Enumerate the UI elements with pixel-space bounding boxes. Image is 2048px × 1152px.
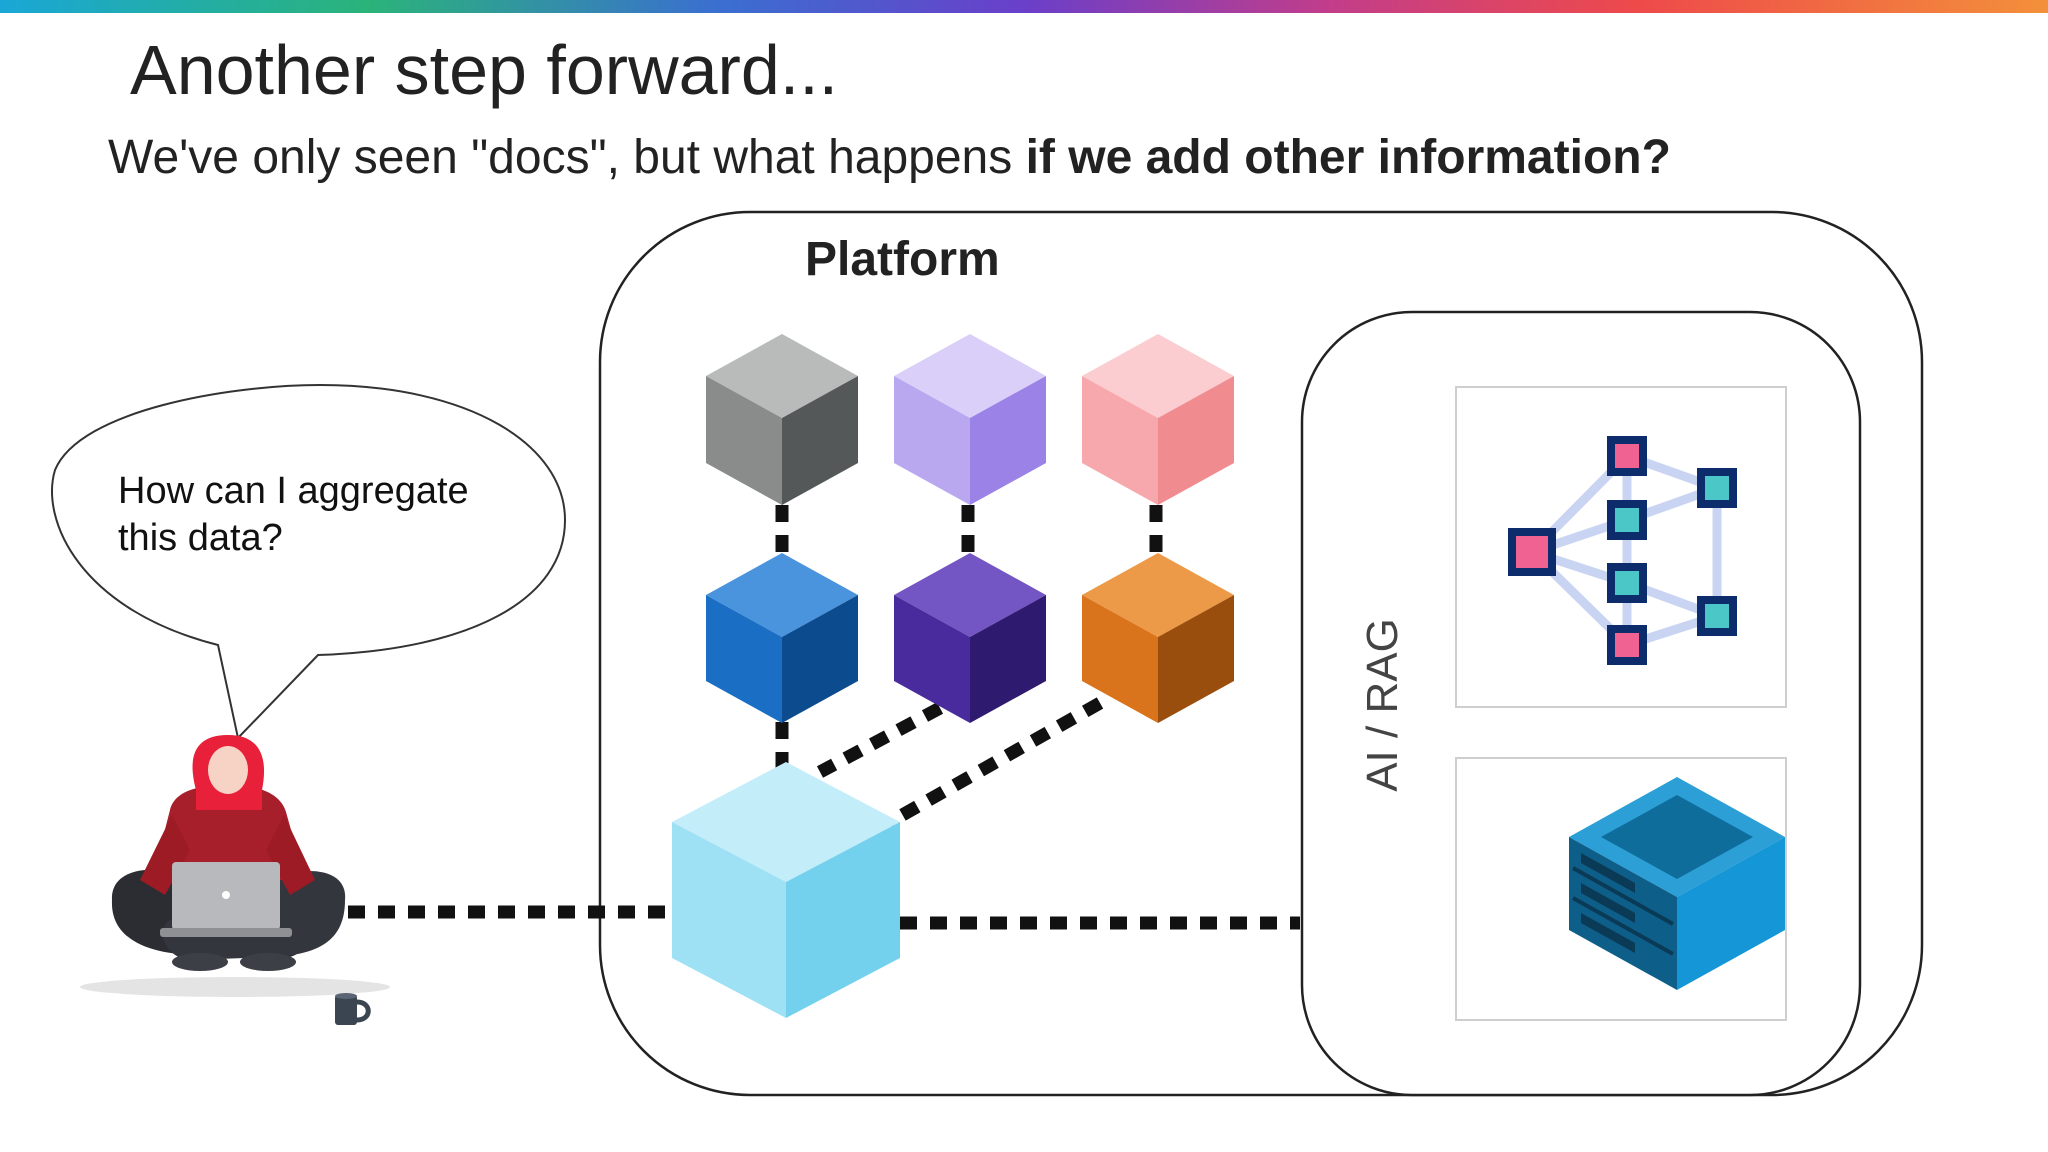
coffee-mug-icon — [335, 993, 371, 1025]
slide-subtitle: We've only seen "docs", but what happens… — [108, 130, 1671, 185]
top-gradient-bar — [0, 0, 2048, 13]
ai-rag-label: AI / RAG — [1358, 618, 1407, 792]
speech-bubble — [51, 383, 567, 741]
connector-purple-to-hub — [816, 702, 944, 778]
speech-bubble-text: How can I aggregate this data? — [118, 470, 469, 559]
slide-title: Another step forward... — [130, 31, 839, 109]
platform-label: Platform — [805, 233, 1000, 286]
subtitle-bold: if we add other information? — [1025, 131, 1671, 184]
cube-pink — [1082, 334, 1234, 505]
connectors — [348, 505, 1300, 930]
cube-hub-lightblue — [672, 762, 900, 1018]
server-rack-icon — [1569, 777, 1785, 990]
platform-container — [598, 210, 1924, 1097]
cube-lavender — [894, 334, 1046, 505]
connector-orange-to-hub — [886, 697, 1104, 828]
cube-purple — [894, 553, 1046, 723]
subtitle-normal: We've only seen "docs", but what happens — [108, 131, 1026, 184]
woman-with-laptop-illustration — [80, 735, 390, 997]
knowledge-graph-icon — [1508, 436, 1737, 665]
cube-orange — [1082, 553, 1234, 723]
cube-blue — [706, 553, 858, 723]
cube-gray — [706, 334, 858, 505]
